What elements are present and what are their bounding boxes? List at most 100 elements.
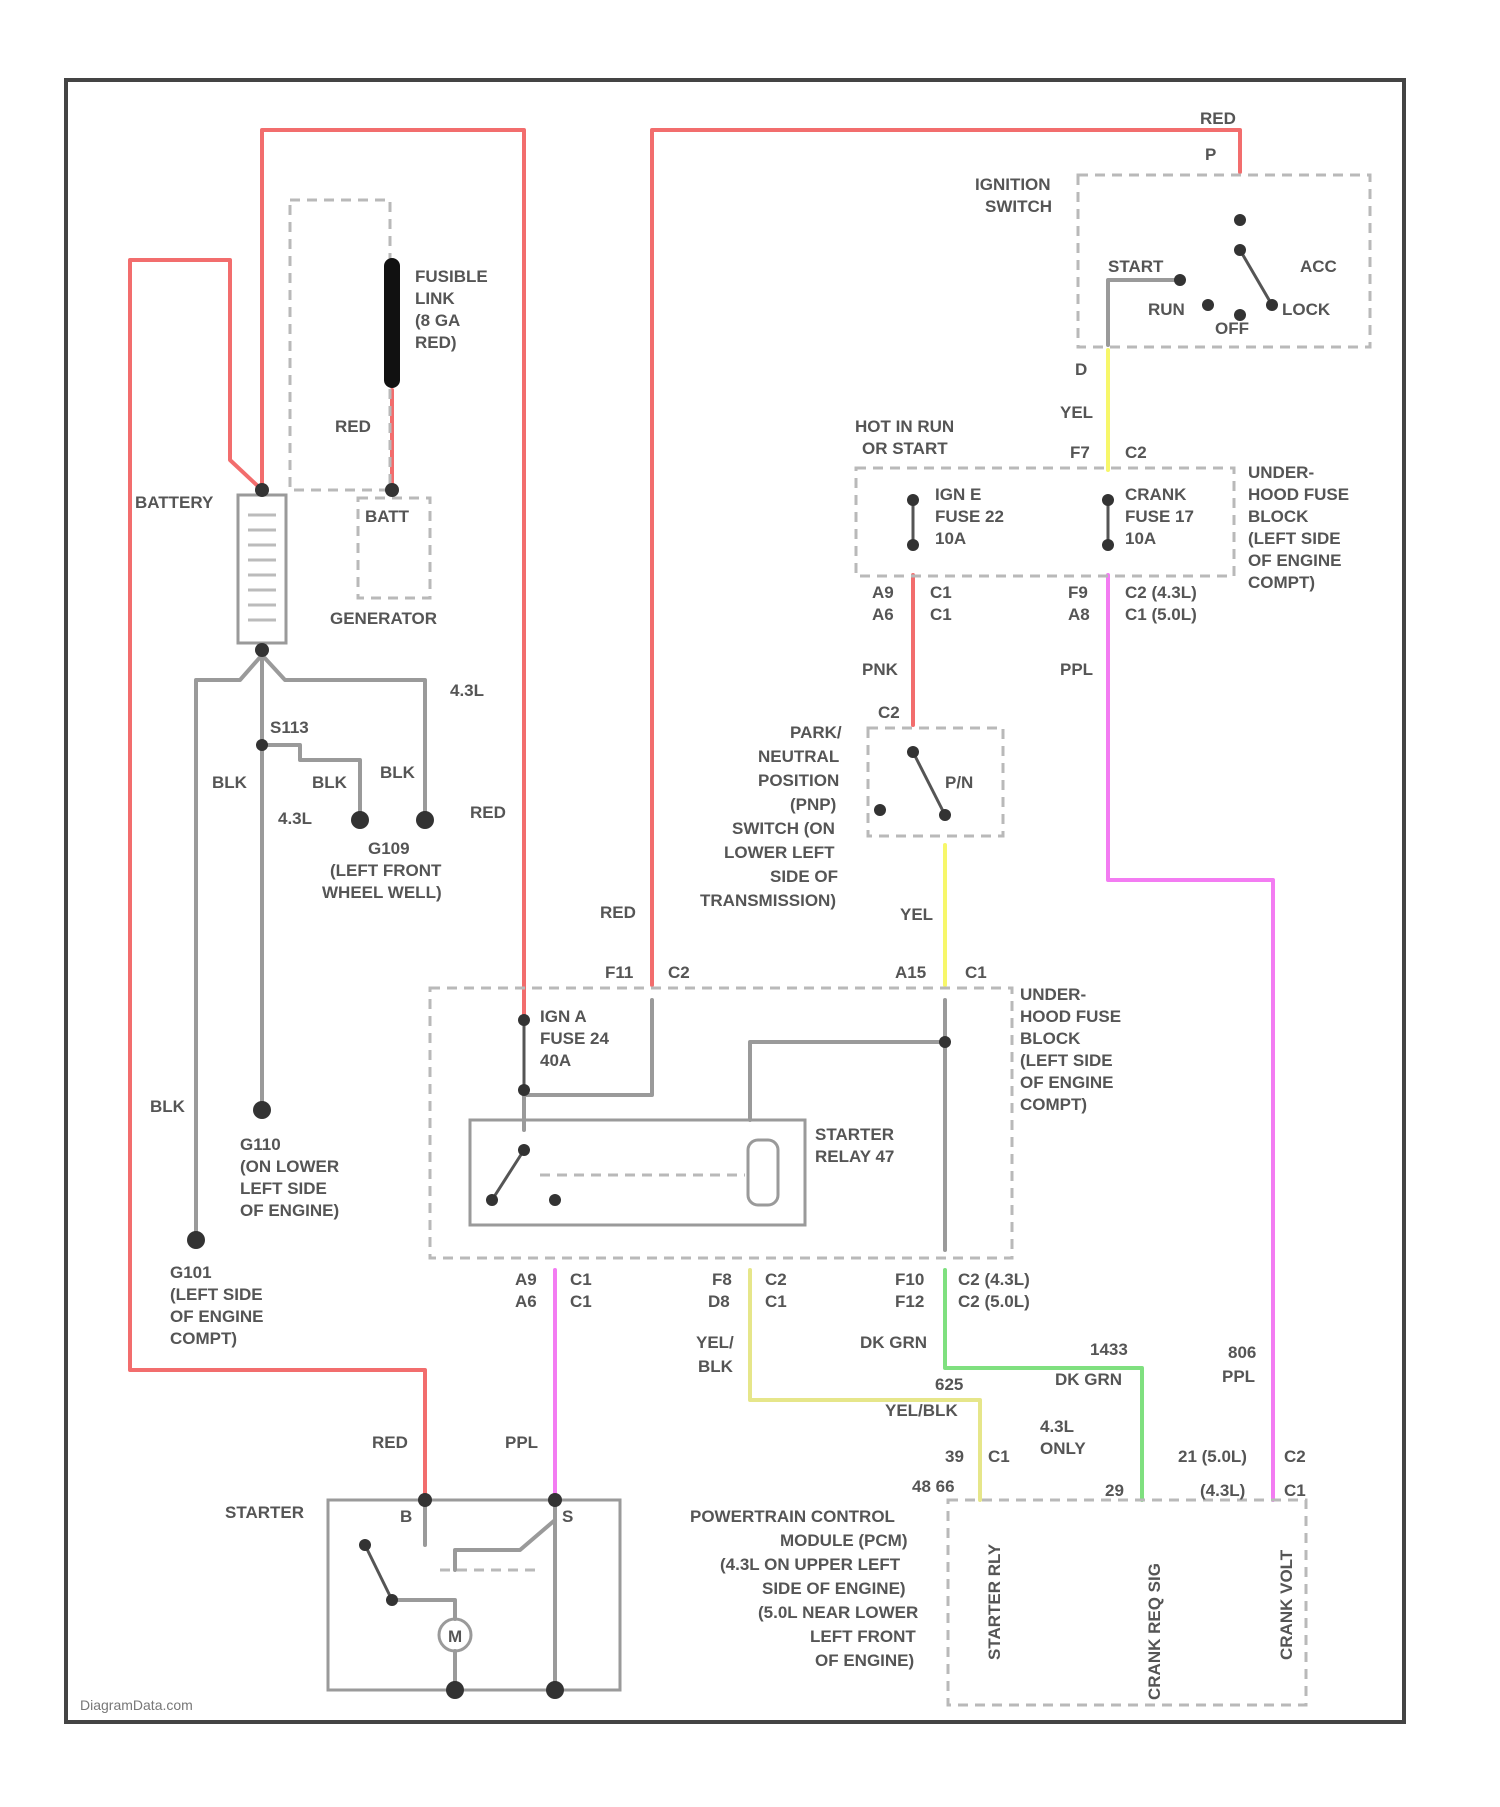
label-bot-a6: A6 — [515, 1292, 537, 1311]
label-bot-c1c: C1 — [765, 1292, 787, 1311]
label-c1-a6: C1 — [930, 605, 952, 624]
label-1433: 1433 — [1090, 1340, 1128, 1359]
starter-box — [328, 1500, 620, 1690]
label-run: RUN — [1148, 300, 1185, 319]
label-pcm-7: OF ENGINE) — [815, 1651, 914, 1670]
label-underhood-bot-2: HOOD FUSE — [1020, 1007, 1121, 1026]
label-starter-relay-2: RELAY 47 — [815, 1147, 894, 1166]
label-yel-blk: YEL/BLK — [885, 1401, 958, 1420]
label-underhood-bot-3: BLOCK — [1020, 1029, 1081, 1048]
ignition-switch-blade — [1240, 250, 1272, 305]
label-fusible-link-1: FUSIBLE — [415, 267, 488, 286]
fusible-link — [384, 258, 400, 388]
label-fusible-link-4: RED) — [415, 333, 457, 352]
label-batt: BATT — [365, 507, 410, 526]
label-underhood-top-1: UNDER- — [1248, 463, 1314, 482]
fuse-block-bottom — [430, 988, 1012, 1258]
connection-points — [187, 214, 1278, 1699]
label-starter-relay-1: STARTER — [815, 1125, 894, 1144]
label-43l-only-1: 4.3L — [1040, 1417, 1074, 1436]
label-red-ign: RED — [1200, 109, 1236, 128]
label-ppl-crank: PPL — [1060, 660, 1093, 679]
label-pin-a6: A6 — [872, 605, 894, 624]
label-hot-in-run-1: HOT IN RUN — [855, 417, 954, 436]
label-off: OFF — [1215, 319, 1249, 338]
label-ign-e-fuse-2: FUSE 22 — [935, 507, 1004, 526]
label-g101-4: COMPT) — [170, 1329, 237, 1348]
label-underhood-bot-5: OF ENGINE — [1020, 1073, 1114, 1092]
label-blk-yel: BLK — [698, 1357, 734, 1376]
label-ign-e-fuse-1: IGN E — [935, 485, 981, 504]
watermark: DiagramData.com — [80, 1697, 193, 1713]
label-pcm-29: 29 — [1105, 1481, 1124, 1500]
label-underhood-top-6: COMPT) — [1248, 573, 1315, 592]
label-blk-left: BLK — [212, 773, 248, 792]
label-pnp-6: LOWER LEFT — [724, 843, 835, 862]
starter-solenoid-switch — [365, 1545, 392, 1600]
label-ppl-starter: PPL — [505, 1433, 538, 1452]
label-43l-ground: 4.3L — [450, 681, 484, 700]
pnp-switch-blade — [913, 752, 945, 815]
label-bot-c2: C2 — [765, 1270, 787, 1289]
label-bot-a9: A9 — [515, 1270, 537, 1289]
battery-cells — [248, 515, 276, 620]
label-blk-g101: BLK — [150, 1097, 186, 1116]
label-pin-a8: A8 — [1068, 605, 1090, 624]
label-dk-grn-1: DK GRN — [860, 1333, 927, 1352]
label-pcm-6: LEFT FRONT — [810, 1627, 916, 1646]
label-yel-slash: YEL/ — [696, 1333, 734, 1352]
label-pnp-5: SWITCH (ON — [732, 819, 835, 838]
label-g110-1: G110 — [240, 1135, 281, 1154]
starter-relay-box — [470, 1120, 805, 1225]
label-pcm-5: (5.0L NEAR LOWER — [758, 1603, 918, 1622]
label-g109-2: (LEFT FRONT — [330, 861, 442, 880]
label-underhood-bot-4: (LEFT SIDE — [1020, 1051, 1113, 1070]
starter-relay-contact — [492, 1150, 524, 1200]
starter-internal-wiring — [392, 1505, 555, 1690]
label-blk-mid: BLK — [312, 773, 348, 792]
label-pcm-c1: C1 — [988, 1447, 1010, 1466]
label-red-fusible: RED — [335, 417, 371, 436]
label-lock: LOCK — [1282, 300, 1331, 319]
label-bot-f8: F8 — [712, 1270, 732, 1289]
label-pin-f7: F7 — [1070, 443, 1090, 462]
label-pn: P/N — [945, 773, 973, 792]
wire-gray-relay-coil-feed — [750, 1042, 945, 1120]
label-s113: S113 — [270, 718, 309, 737]
label-pcm-1: POWERTRAIN CONTROL — [690, 1507, 895, 1526]
label-motor-m: M — [448, 1627, 462, 1646]
label-pcm-crank-volt: CRANK VOLT — [1277, 1549, 1296, 1660]
label-g101-1: G101 — [170, 1263, 212, 1282]
label-crank-fuse-2: FUSE 17 — [1125, 507, 1194, 526]
label-c1-50: C1 (5.0L) — [1125, 605, 1197, 624]
label-ignition-switch-2: SWITCH — [985, 197, 1052, 216]
label-g110-2: (ON LOWER — [240, 1157, 339, 1176]
label-g101-2: (LEFT SIDE — [170, 1285, 263, 1304]
label-806: 806 — [1228, 1343, 1256, 1362]
label-g109-3: WHEEL WELL) — [322, 883, 442, 902]
label-pin-p: P — [1205, 145, 1216, 164]
label-pin-f11: F11 — [605, 963, 633, 982]
generator-upper-outline — [290, 200, 390, 490]
label-crank-fuse-1: CRANK — [1125, 485, 1187, 504]
label-pcm-crank-req: CRANK REQ SIG — [1145, 1563, 1164, 1700]
pnp-switch-box — [868, 728, 1003, 836]
label-start: START — [1108, 257, 1164, 276]
label-underhood-bot-6: COMPT) — [1020, 1095, 1087, 1114]
label-pin-f9: F9 — [1068, 583, 1088, 602]
label-pnp-4: (PNP) — [790, 795, 836, 814]
label-pcm-c2: C2 — [1284, 1447, 1306, 1466]
label-ign-a-fuse-1: IGN A — [540, 1007, 587, 1026]
label-pnp-1: PARK/ — [790, 723, 842, 742]
label-g109-1: G109 — [368, 839, 410, 858]
label-generator: GENERATOR — [330, 609, 437, 628]
label-crank-fuse-3: 10A — [1125, 529, 1156, 548]
label-pcm-c1b: C1 — [1284, 1481, 1306, 1500]
label-underhood-top-4: (LEFT SIDE — [1248, 529, 1341, 548]
label-pin-b: B — [400, 1507, 412, 1526]
label-starter: STARTER — [225, 1503, 304, 1522]
label-bot-c1b: C1 — [570, 1292, 592, 1311]
label-pcm-43l: (4.3L) — [1200, 1481, 1245, 1500]
label-43l-s113: 4.3L — [278, 809, 312, 828]
